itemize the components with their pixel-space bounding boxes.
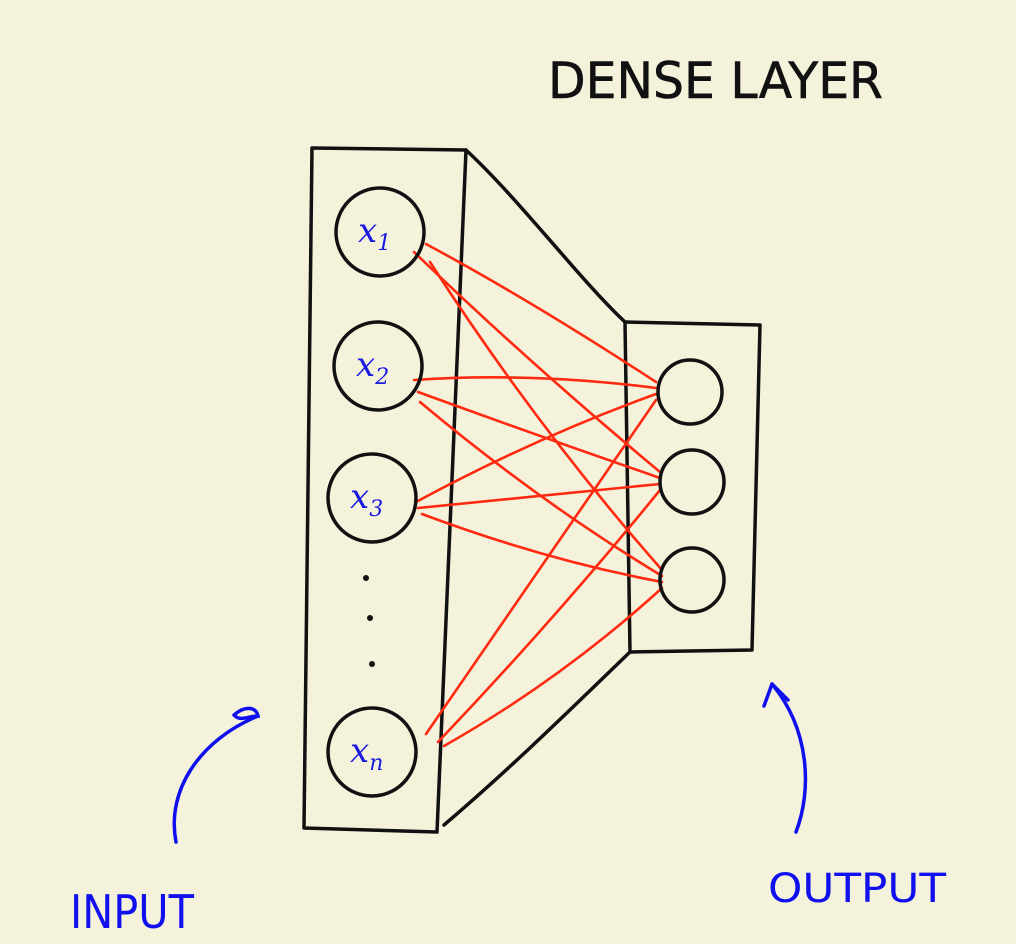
connection-line-3-1 [414,392,658,504]
input-node-2 [332,320,424,412]
input-nodes: x1 x2 x3 xn [326,186,426,798]
connection-line-4-3 [442,586,664,748]
output-label: OUTPUT [768,866,947,912]
connector-bottom-line [442,650,632,827]
connection-line-4-1 [424,398,658,736]
output-arrow-head [762,682,790,708]
connection-line-2-1 [412,376,658,390]
output-node-2 [658,448,726,516]
ellipsis-dot-1 [363,575,369,581]
output-node-1 [656,358,724,426]
output-layer-box [623,320,762,654]
ellipsis-dot-2 [367,615,373,621]
connection-line-1-3 [428,260,664,572]
input-node-1 [334,186,426,278]
ellipsis-dot-3 [369,661,375,667]
connection-line-3-3 [420,512,664,584]
output-nodes [656,358,726,614]
connection-line-1-1 [424,242,658,384]
connection-line-4-2 [436,488,662,744]
connector-top-line [464,148,627,324]
input-node-label-3: x3 [350,477,383,522]
connection-line-3-2 [416,482,662,510]
input-node-label-2: x2 [356,345,389,390]
input-node-3 [326,452,418,544]
input-node-label-4: xn [350,731,383,776]
input-node-4 [326,706,418,798]
input-label: INPUT [70,885,195,939]
input-node-label-1: x1 [358,211,391,256]
connection-lines [412,242,664,748]
diagram-title: DENSE LAYER [548,52,883,110]
output-arrow [770,682,808,834]
input-layer-box [302,146,468,834]
input-arrow-head [232,706,261,721]
output-node-3 [658,546,726,614]
connection-line-2-2 [416,390,662,480]
input-arrow [172,714,260,844]
